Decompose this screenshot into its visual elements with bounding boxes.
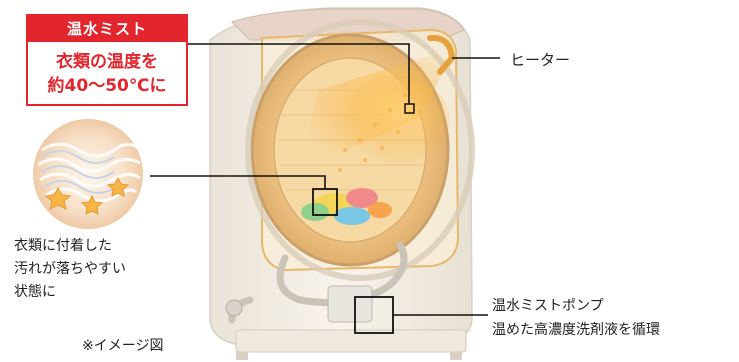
effect-line-3: 状態に	[14, 284, 56, 300]
hot-mist-spray	[300, 48, 455, 172]
mist-pump-body	[327, 285, 373, 323]
fabric-closeup	[33, 119, 143, 229]
drain-valve	[225, 299, 243, 317]
door-ring	[245, 19, 475, 281]
pump-label: 温水ミストポンプ 温めた高濃度洗剤液を循環	[492, 294, 660, 342]
heater-element	[427, 34, 456, 75]
image-note: ※イメージ図	[82, 338, 164, 354]
callout-line-2: 約40～50℃に	[47, 76, 167, 96]
pump-label-line-1: 温水ミストポンプ	[492, 298, 604, 314]
leader-lines	[150, 43, 500, 316]
callout-title: 温水ミスト	[28, 16, 186, 42]
hot-mist-callout: 温水ミスト 衣類の温度を 約40～50℃に	[26, 14, 188, 106]
effect-description: 衣類に付着した 汚れが落ちやすい 状態に	[14, 235, 184, 304]
pump-label-line-2: 温めた高濃度洗剤液を循環	[492, 322, 660, 338]
heater-label: ヒーター	[510, 51, 571, 69]
callout-line-1: 衣類の温度を	[56, 52, 158, 72]
effect-line-2: 汚れが落ちやすい	[14, 261, 126, 277]
effect-line-1: 衣類に付着した	[14, 238, 112, 254]
